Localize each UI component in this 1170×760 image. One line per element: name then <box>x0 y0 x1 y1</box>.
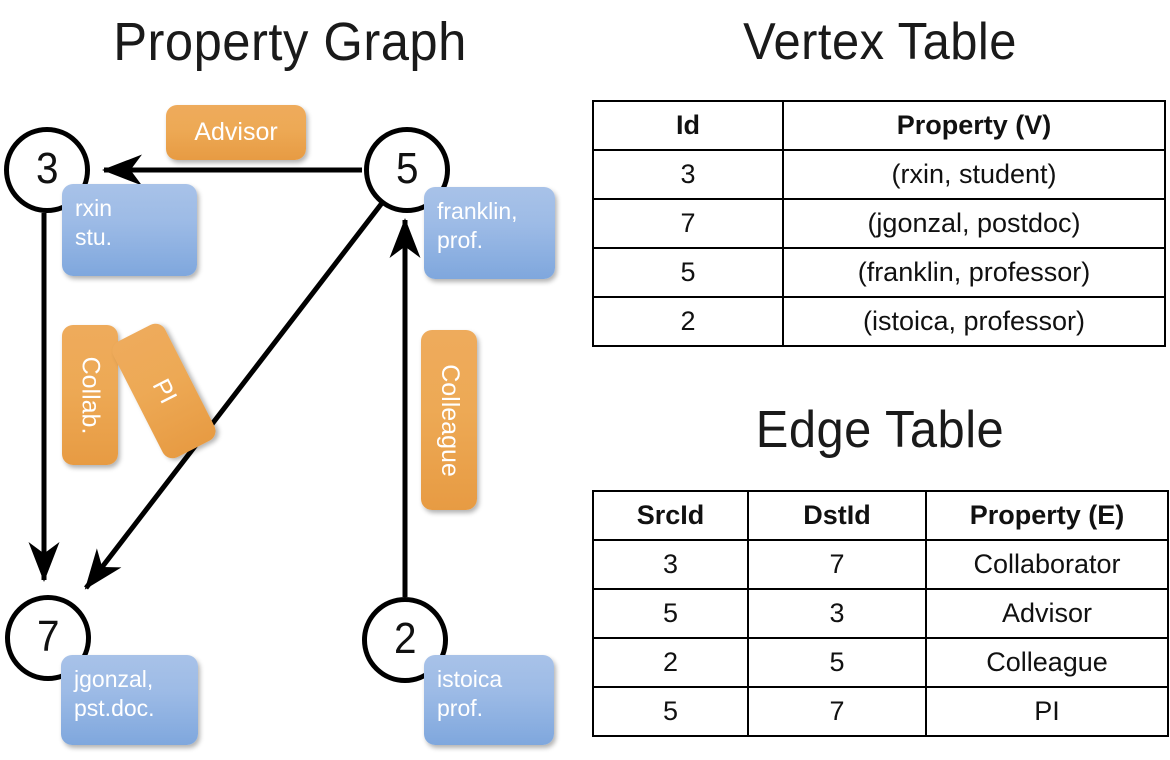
edge-row-3-property: PI <box>925 686 1169 737</box>
vertex-row-3-id: 2 <box>592 296 784 347</box>
edge-table: SrcId DstId Property (E) 3 7 Collaborato… <box>592 490 1169 737</box>
edge-row-0-srcid: 3 <box>592 539 749 590</box>
graph-node-2-label: 2 <box>393 614 417 663</box>
vertex-row-2-id: 5 <box>592 247 784 298</box>
graph-node-5-label: 5 <box>395 144 419 193</box>
edge-property-callout-colleague-label: Colleague <box>435 363 464 477</box>
graph-node-2[interactable]: 2 <box>362 597 448 683</box>
edge-table-header-dstid: DstId <box>747 490 927 541</box>
vertex-property-callout-jgonzal: jgonzal, pst.doc. <box>61 655 198 745</box>
vertex-row-1-id: 7 <box>592 198 784 249</box>
graph-node-7-label: 7 <box>36 612 60 661</box>
edge-row-0-dstid: 7 <box>747 539 927 590</box>
vertex-row-0-id: 3 <box>592 149 784 200</box>
table-row[interactable]: 5 (franklin, professor) <box>592 247 1166 298</box>
vertex-property-callout-istoica: istoica prof. <box>424 655 554 745</box>
vertex-property-callout-rxin: rxin stu. <box>62 184 197 276</box>
graph-edges-layer <box>28 154 421 597</box>
vertex-row-1-property: (jgonzal, postdoc) <box>782 198 1166 249</box>
edge-table-header-srcid: SrcId <box>592 490 749 541</box>
table-row[interactable]: 2 5 Colleague <box>592 637 1169 688</box>
vertex-property-callout-franklin: franklin, prof. <box>424 187 555 279</box>
vertex-row-3-property: (istoica, professor) <box>782 296 1166 347</box>
vertex-row-0-property: (rxin, student) <box>782 149 1166 200</box>
page-title-vertex-table: Vertex Table <box>743 13 1017 71</box>
vertex-row-2-property: (franklin, professor) <box>782 247 1166 298</box>
edge-row-2-property: Colleague <box>925 637 1169 688</box>
edge-table-header-property: Property (E) <box>925 490 1169 541</box>
graph-node-3-label: 3 <box>35 144 59 193</box>
vertex-table-header-row: Id Property (V) <box>592 100 1166 151</box>
edge-row-0-property: Collaborator <box>925 539 1169 590</box>
page-title-property-graph: Property Graph <box>113 12 467 72</box>
table-row[interactable]: 7 (jgonzal, postdoc) <box>592 198 1166 249</box>
edge-property-callout-colleague: Colleague <box>421 330 477 510</box>
property-graph-diagram: 3 5 7 2 rxin stu. franklin, prof. jgonza… <box>4 105 555 745</box>
page-title-edge-table: Edge Table <box>755 401 1005 459</box>
edge-row-3-dstid: 7 <box>747 686 927 737</box>
edge-row-2-dstid: 5 <box>747 637 927 688</box>
vertex-table-header-property: Property (V) <box>782 100 1166 151</box>
edge-row-1-property: Advisor <box>925 588 1169 639</box>
edge-property-callout-pi-label: PI <box>146 373 183 408</box>
edge-row-3-srcid: 5 <box>592 686 749 737</box>
edge-property-callout-collab-label: Collab. <box>76 356 105 434</box>
edge-property-callout-advisor: Advisor <box>166 105 306 160</box>
table-row[interactable]: 2 (istoica, professor) <box>592 296 1166 347</box>
table-row[interactable]: 5 3 Advisor <box>592 588 1169 639</box>
edge-table-grid: SrcId DstId Property (E) 3 7 Collaborato… <box>592 490 1169 737</box>
vertex-table-grid: Id Property (V) 3 (rxin, student) 7 (jgo… <box>592 100 1166 347</box>
table-row[interactable]: 3 (rxin, student) <box>592 149 1166 200</box>
graph-node-5[interactable]: 5 <box>364 127 450 213</box>
edge-property-callout-collab: Collab. <box>62 325 118 465</box>
vertex-table: Id Property (V) 3 (rxin, student) 7 (jgo… <box>592 100 1166 347</box>
edge-table-header-row: SrcId DstId Property (E) <box>592 490 1169 541</box>
edge-row-2-srcid: 2 <box>592 637 749 688</box>
edge-property-callout-advisor-label: Advisor <box>194 118 278 146</box>
table-row[interactable]: 3 7 Collaborator <box>592 539 1169 590</box>
edge-row-1-dstid: 3 <box>747 588 927 639</box>
table-row[interactable]: 5 7 PI <box>592 686 1169 737</box>
edge-5-to-7-pi <box>84 201 384 590</box>
vertex-table-header-id: Id <box>592 100 784 151</box>
edge-row-1-srcid: 5 <box>592 588 749 639</box>
